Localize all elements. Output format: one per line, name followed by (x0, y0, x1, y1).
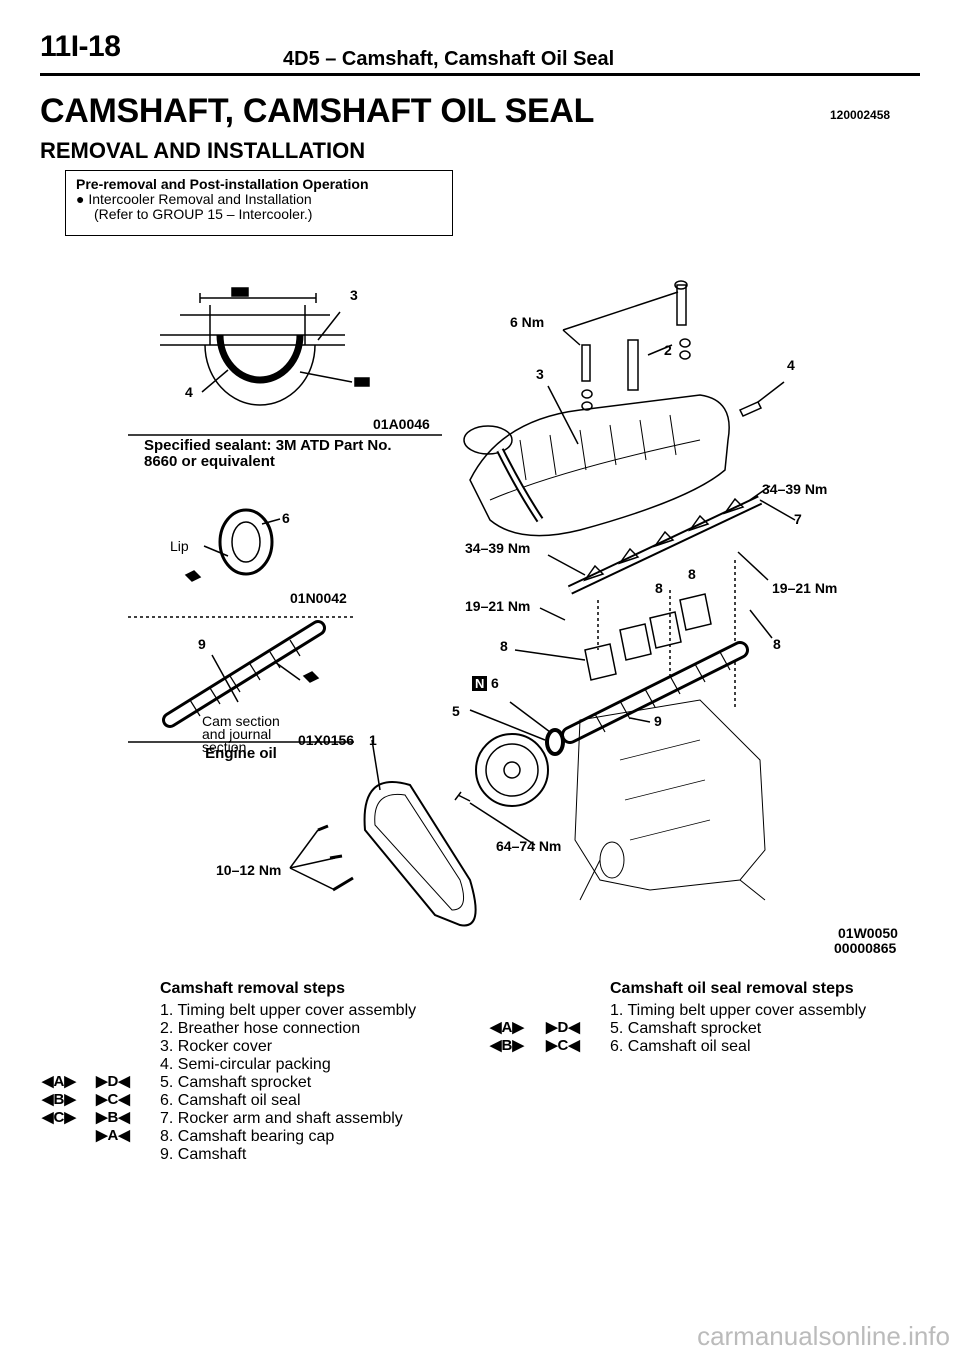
oil-seal-detail (128, 508, 354, 743)
document-id: 120002458 (830, 108, 891, 122)
main-camshaft (561, 641, 749, 744)
pre-removal-reference: (Refer to GROUP 15 – Intercooler.) (94, 206, 313, 222)
page-number: 11I-18 (40, 30, 121, 63)
page-subtitle: REMOVAL AND INSTALLATION (40, 138, 366, 163)
watermark: carmanualsonline.info (697, 1321, 950, 1351)
figure-code-01W0050: 01W0050 (838, 925, 898, 941)
marker-b-remove: ▶B◀ (96, 1109, 130, 1126)
rocker-cover (463, 394, 730, 537)
pre-removal-box: Pre-removal and Post-installation Operat… (65, 170, 453, 236)
cam-section-note: Cam section and journal section (202, 713, 280, 755)
callout-6: 6 (491, 675, 499, 691)
cam-note-line3: section (202, 739, 247, 755)
removal-step: 4. Semi-circular packing (160, 1056, 331, 1073)
pre-removal-heading: Pre-removal and Post-installation Operat… (76, 176, 369, 192)
callout-2: 2 (664, 342, 672, 358)
marker-b-install: ◀B▶ (42, 1091, 76, 1108)
torque-19-21-right: 19–21 Nm (772, 580, 838, 596)
section-title: 4D5 – Camshaft, Camshaft Oil Seal (283, 48, 615, 70)
callout-4-detail: 4 (185, 384, 193, 400)
bearing-caps (514, 560, 773, 710)
removal-step: 7. Rocker arm and shaft assembly (160, 1110, 403, 1127)
torque-34-39-lower: 34–39 Nm (465, 540, 531, 556)
oil-seal-removal-steps: Camshaft oil seal removal steps 1. Timin… (610, 980, 866, 1056)
torque-34-39-upper: 34–39 Nm (762, 481, 828, 497)
removal-step: 3. Rocker cover (160, 1038, 273, 1055)
bolts-top (547, 280, 785, 445)
marker-a-remove: ▶A◀ (96, 1127, 130, 1144)
timing-belt-cover (289, 739, 477, 927)
torque-64-74: 64–74 Nm (496, 838, 562, 854)
camshaft-detail (162, 620, 326, 728)
sprocket-and-seal (454, 701, 565, 846)
marker-b-install-seal: ◀B▶ (490, 1037, 524, 1054)
engine-block (574, 699, 766, 901)
figure-code-01N0042: 01N0042 (290, 590, 347, 606)
marker-c-remove: ▶C◀ (96, 1091, 130, 1108)
header-rule (40, 73, 920, 76)
oil-seal-step: 1. Timing belt upper cover assembly (610, 1002, 867, 1019)
torque-19-21-left: 19–21 Nm (465, 598, 531, 614)
marker-d-remove-seal: ▶D◀ (546, 1019, 580, 1036)
sealant-caption: Specified sealant: 3M ATD Part No. 8660 … (144, 438, 392, 470)
marker-c-remove-seal: ▶C◀ (546, 1037, 580, 1054)
callout-7: 7 (794, 511, 802, 527)
pre-removal-item: ● Intercooler Removal and Installation (76, 191, 312, 207)
marker-d-remove: ▶D◀ (96, 1073, 130, 1090)
oil-seal-steps-heading: Camshaft oil seal removal steps (610, 980, 854, 997)
sealant-caption-line1: Specified sealant: 3M ATD Part No. (144, 437, 392, 454)
semi-circular-packing-detail (128, 287, 442, 436)
marker-a-install-seal: ◀A▶ (490, 1019, 524, 1036)
oil-seal-step: 5. Camshaft sprocket (610, 1020, 762, 1037)
removal-step: 2. Breather hose connection (160, 1020, 361, 1037)
torque-6nm: 6 Nm (510, 314, 545, 330)
callout-6-detail: 6 (282, 510, 290, 526)
removal-step: 5. Camshaft sprocket (160, 1074, 312, 1091)
callout-8-a: 8 (655, 580, 663, 596)
oil-seal-step: 6. Camshaft oil seal (610, 1038, 751, 1055)
engine-oil-caption: Engine oil (205, 745, 277, 762)
camshaft-removal-steps: Camshaft removal steps 1. Timing belt up… (160, 980, 416, 1164)
callout-8-c: 8 (500, 638, 508, 654)
removal-step: 8. Camshaft bearing cap (160, 1128, 335, 1145)
cam-note-line2: and journal (202, 726, 272, 742)
callout-5: 5 (452, 703, 460, 719)
callout-8-b: 8 (688, 566, 696, 582)
torque-10-12: 10–12 Nm (216, 862, 282, 878)
page-title: CAMSHAFT, CAMSHAFT OIL SEAL (40, 92, 595, 130)
n-badge-icon: N (472, 676, 488, 691)
removal-steps-heading: Camshaft removal steps (160, 980, 345, 997)
figure-code-01X0156: 01X0156 (298, 732, 355, 748)
callout-1: 1 (369, 732, 377, 748)
callout-9: 9 (654, 713, 662, 729)
callout-3: 3 (536, 366, 544, 382)
cam-note-line1: Cam section (202, 713, 280, 729)
removal-step: 6. Camshaft oil seal (160, 1092, 301, 1109)
callout-8-d: 8 (773, 636, 781, 652)
figure-code-00000865: 00000865 (834, 940, 897, 956)
figure-code-01A0046: 01A0046 (373, 416, 430, 432)
callout-9-detail: 9 (198, 636, 206, 652)
sealant-caption-line2: 8660 or equivalent (144, 453, 275, 470)
callout-3-detail: 3 (350, 287, 358, 303)
rocker-arm-assembly (539, 485, 796, 621)
callout-4: 4 (787, 357, 795, 373)
removal-step: 1. Timing belt upper cover assembly (160, 1002, 417, 1019)
lip-label: Lip (170, 538, 189, 554)
marker-a-install: ◀A▶ (42, 1073, 76, 1090)
marker-c-install: ◀C▶ (42, 1109, 76, 1126)
removal-step: 9. Camshaft (160, 1146, 247, 1163)
